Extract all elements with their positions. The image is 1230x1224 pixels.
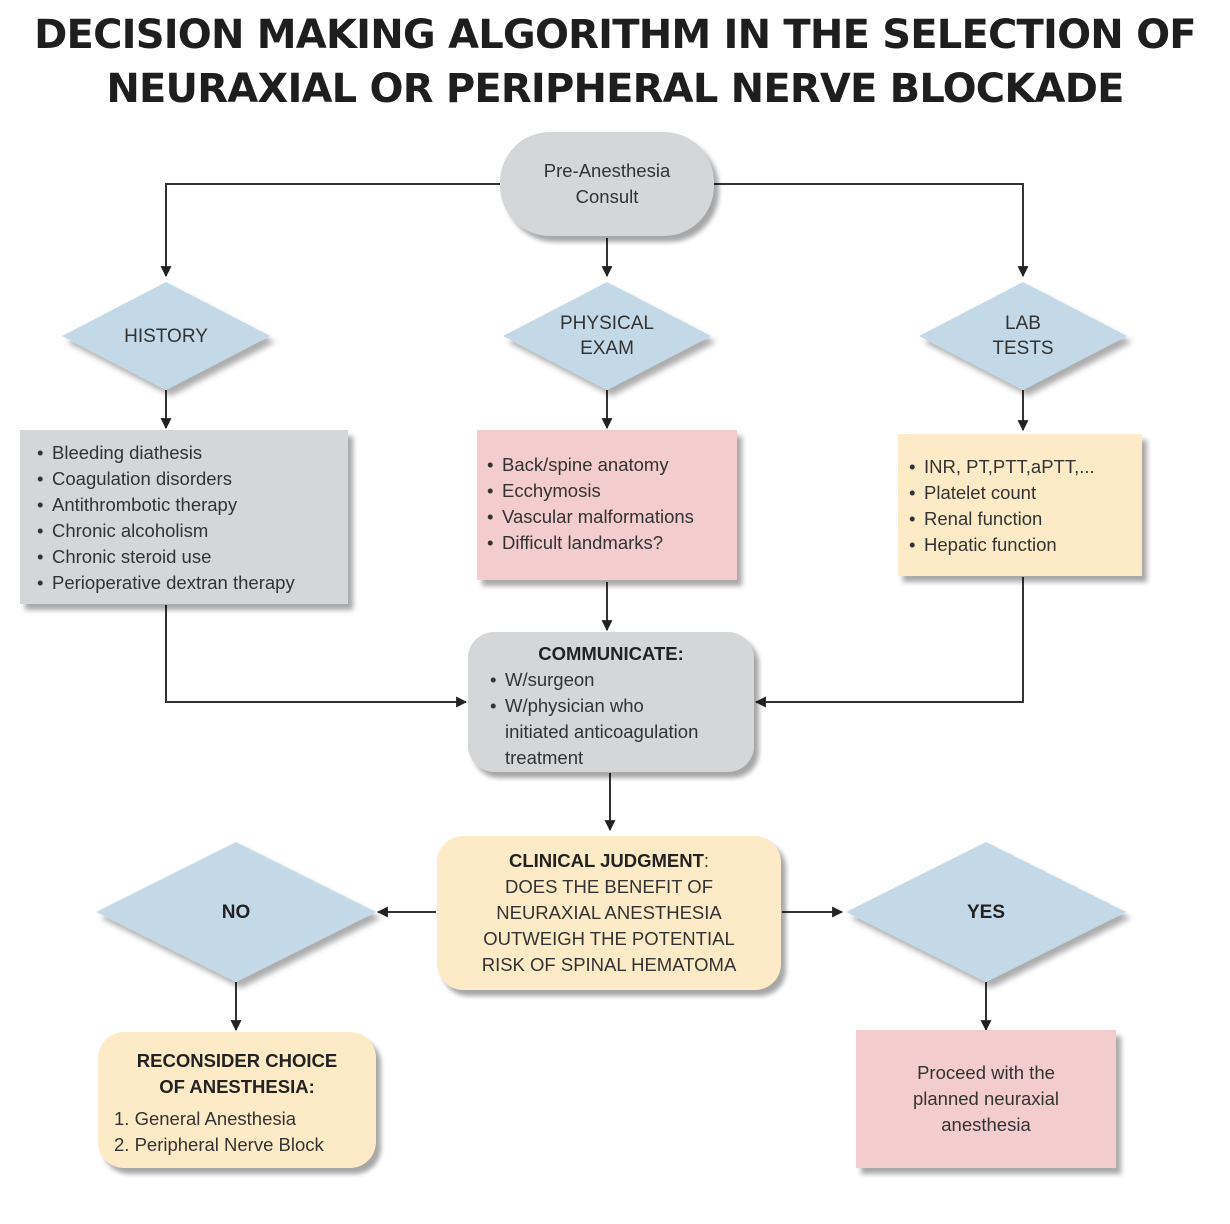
lab-tests-findings-box: INR, PT,PTT,aPTT,... Platelet count Rena… bbox=[898, 434, 1142, 576]
proceed-box: Proceed with the planned neuraxial anest… bbox=[856, 1030, 1116, 1168]
list-item: Platelet count bbox=[909, 480, 1142, 506]
list-item: Ecchymosis bbox=[487, 478, 737, 504]
list-item: W/physician who initiated anticoagulatio… bbox=[490, 693, 754, 771]
list-item: Antithrombotic therapy bbox=[37, 492, 348, 518]
proceed-line-2: planned neuraxial bbox=[912, 1088, 1060, 1109]
communicate-item-2-line-3: treatment bbox=[505, 747, 584, 768]
diagram-title: DECISION MAKING ALGORITHM IN THE SELECTI… bbox=[0, 8, 1230, 116]
judgment-line-3: OUTWEIGH THE POTENTIAL bbox=[483, 928, 735, 949]
history-findings-list: Bleeding diathesis Coagulation disorders… bbox=[37, 440, 348, 596]
judgment-line-2: NEURAXIAL ANESTHESIA bbox=[496, 902, 722, 923]
communicate-box: COMMUNICATE: W/surgeon W/physician who i… bbox=[468, 632, 754, 772]
lab-line-1: LAB bbox=[1005, 313, 1041, 334]
communicate-item-2-line-2: initiated anticoagulation bbox=[505, 721, 699, 742]
list-item: Difficult landmarks? bbox=[487, 530, 737, 556]
arrow-history-list-to-communicate bbox=[165, 605, 468, 708]
judgment-heading-line: CLINICAL JUDGMENT: bbox=[509, 848, 709, 874]
list-item: Bleeding diathesis bbox=[37, 440, 348, 466]
judgment-line-4: RISK OF SPINAL HEMATOMA bbox=[481, 954, 737, 975]
communicate-list: W/surgeon W/physician who initiated anti… bbox=[490, 667, 754, 771]
yes-label: YES bbox=[846, 842, 1126, 982]
title-line-1: DECISION MAKING ALGORITHM IN THE SELECTI… bbox=[34, 12, 1197, 58]
no-label-text: NO bbox=[221, 901, 251, 923]
physical-exam-findings-box: Back/spine anatomy Ecchymosis Vascular m… bbox=[477, 430, 737, 580]
list-item: INR, PT,PTT,aPTT,... bbox=[909, 454, 1142, 480]
title-line-2: NEURAXIAL OR PERIPHERAL NERVE BLOCKADE bbox=[106, 66, 1124, 112]
reconsider-heading-1: RECONSIDER CHOICE bbox=[136, 1050, 338, 1071]
physical-exam-label: PHYSICAL EXAM bbox=[503, 282, 711, 390]
physical-exam-diamond bbox=[503, 282, 711, 390]
yes-diamond bbox=[846, 842, 1126, 982]
list-item: Perioperative dextran therapy bbox=[37, 570, 348, 596]
reconsider-options-list: 1. General Anesthesia 2. Peripheral Nerv… bbox=[114, 1106, 376, 1158]
arrow-lab-list-to-communicate bbox=[754, 577, 1024, 708]
history-diamond bbox=[62, 282, 270, 390]
consult-line-1: Pre-Anesthesia bbox=[543, 160, 671, 181]
reconsider-heading-2: OF ANESTHESIA: bbox=[159, 1076, 315, 1097]
list-item: Hepatic function bbox=[909, 532, 1142, 558]
pre-anesthesia-consult-node: Pre-Anesthesia Consult bbox=[500, 132, 714, 236]
physical-exam-findings-list: Back/spine anatomy Ecchymosis Vascular m… bbox=[487, 452, 737, 556]
judgment-line-1: DOES THE BENEFIT OF bbox=[505, 876, 713, 897]
history-label-text: HISTORY bbox=[124, 325, 208, 347]
physical-line-2: EXAM bbox=[580, 338, 634, 359]
yes-label-text: YES bbox=[966, 901, 1006, 923]
list-item: Chronic alcoholism bbox=[37, 518, 348, 544]
list-item: Back/spine anatomy bbox=[487, 452, 737, 478]
reconsider-box: RECONSIDER CHOICE OF ANESTHESIA: 1. Gene… bbox=[98, 1032, 376, 1168]
physical-line-1: PHYSICAL bbox=[560, 313, 654, 334]
no-diamond bbox=[96, 842, 376, 982]
list-item: Chronic steroid use bbox=[37, 544, 348, 570]
arrow-consult-to-lab-tests bbox=[714, 183, 1029, 278]
list-item: Renal function bbox=[909, 506, 1142, 532]
lab-tests-findings-list: INR, PT,PTT,aPTT,... Platelet count Rena… bbox=[909, 454, 1142, 558]
list-item: 2. Peripheral Nerve Block bbox=[114, 1134, 324, 1155]
history-findings-box: Bleeding diathesis Coagulation disorders… bbox=[20, 430, 348, 604]
communicate-item-2-line-1: W/physician who bbox=[505, 695, 644, 716]
list-item: W/surgeon bbox=[490, 667, 754, 693]
list-item: 1. General Anesthesia bbox=[114, 1108, 297, 1129]
judgment-colon: : bbox=[703, 850, 710, 871]
lab-tests-diamond bbox=[919, 282, 1127, 390]
lab-tests-label: LAB TESTS bbox=[919, 282, 1127, 390]
arrow-consult-to-history bbox=[160, 183, 500, 278]
proceed-line-3: anesthesia bbox=[941, 1114, 1031, 1135]
lab-line-2: TESTS bbox=[992, 338, 1054, 359]
communicate-heading: COMMUNICATE: bbox=[538, 643, 684, 664]
clinical-judgment-box: CLINICAL JUDGMENT: DOES THE BENEFIT OF N… bbox=[437, 836, 781, 990]
list-item: Vascular malformations bbox=[487, 504, 737, 530]
proceed-line-1: Proceed with the bbox=[917, 1062, 1055, 1083]
consult-line-2: Consult bbox=[575, 186, 639, 207]
list-item: Coagulation disorders bbox=[37, 466, 348, 492]
no-label: NO bbox=[96, 842, 376, 982]
judgment-heading: CLINICAL JUDGMENT bbox=[508, 850, 704, 871]
history-label: HISTORY bbox=[62, 282, 270, 390]
